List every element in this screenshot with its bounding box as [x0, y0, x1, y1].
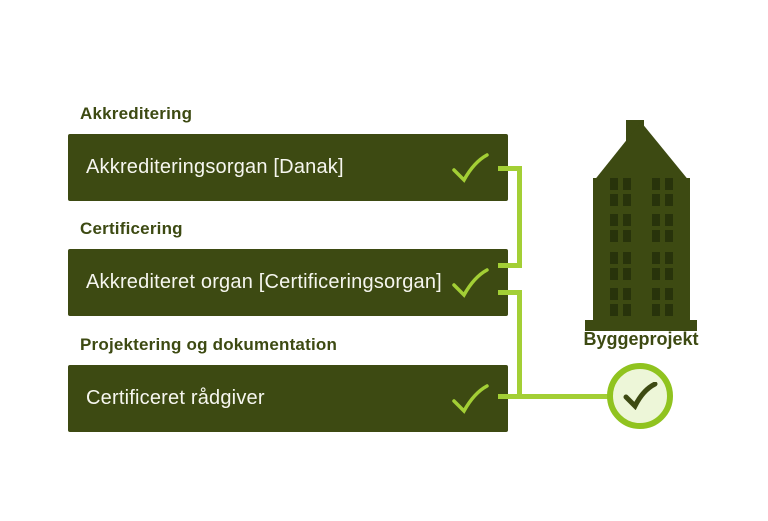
connector-box1-box2-line: [517, 166, 522, 268]
box-akkrediteret-organ: Akkrediteret organ [Certificeringsorgan]: [68, 249, 508, 316]
badge-checkmark-icon: [623, 382, 658, 410]
connector-box3-badge-line: [498, 394, 612, 399]
step-label-akkreditering: Akkreditering: [80, 104, 193, 123]
box-certificeret-raadgiver: Certificeret rådgiver: [68, 365, 508, 432]
building-icon: [585, 120, 697, 331]
connector-box2-stub-bot: [498, 290, 522, 295]
window-panes: [610, 178, 673, 316]
checkmark-icon: [452, 152, 489, 183]
box-akkrediteret-organ-text: Akkrediteret organ [Certificeringsorgan]: [86, 271, 442, 293]
approval-badge: [607, 363, 673, 429]
connector-box1-stub: [498, 166, 522, 171]
building-caption: Byggeprojekt: [583, 329, 699, 349]
step-label-certificering: Certificering: [80, 219, 183, 238]
checkmark-icon: [452, 267, 489, 298]
box-akkrediteringsorgan: Akkrediteringsorgan [Danak]: [68, 134, 508, 201]
box-certificeret-raadgiver-text: Certificeret rådgiver: [86, 387, 265, 409]
box-akkrediteringsorgan-text: Akkrediteringsorgan [Danak]: [86, 156, 344, 178]
connector-box2-box3-line: [517, 290, 522, 399]
connector-box2-stub-top: [498, 263, 522, 268]
checkmark-icon: [452, 383, 489, 414]
step-label-projektering: Projektering og dokumentation: [80, 335, 338, 354]
